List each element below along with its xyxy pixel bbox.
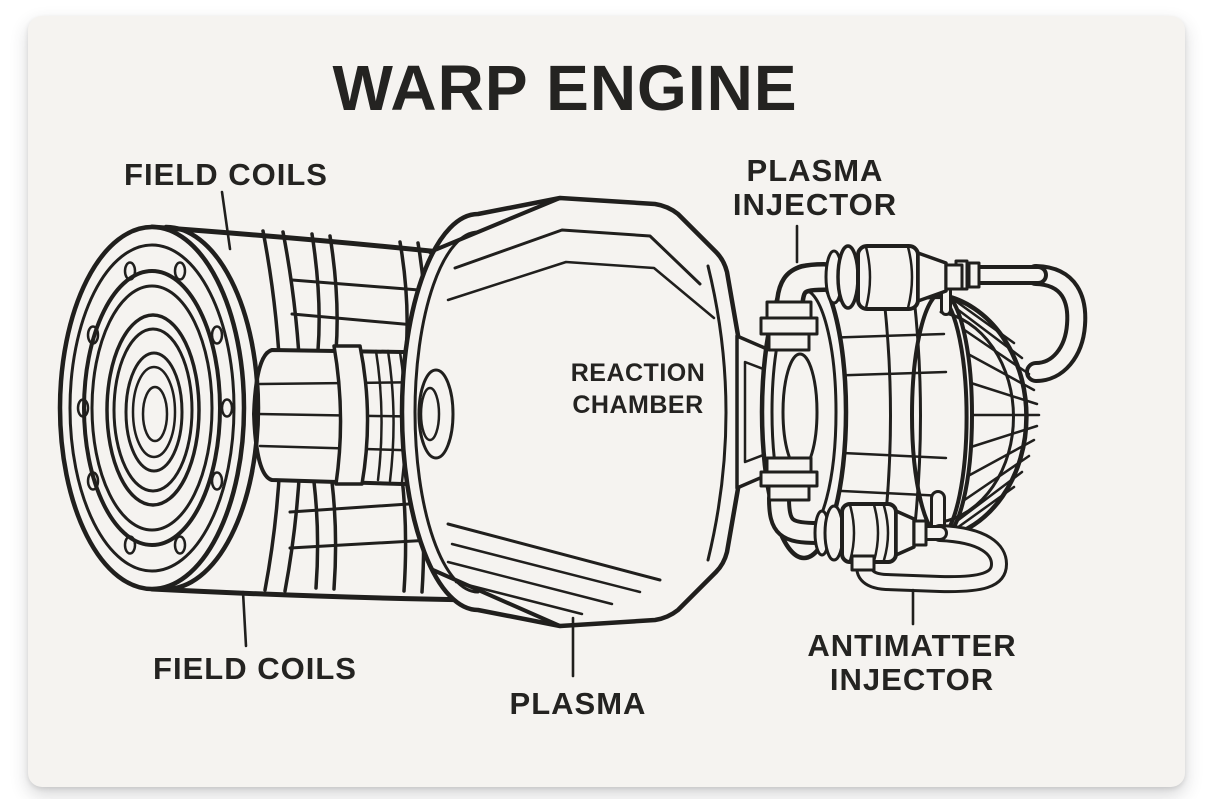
- plasma-injector-assembly: [759, 244, 1048, 352]
- field-coils-drum: [57, 224, 481, 603]
- drum-front-flange: [57, 224, 261, 592]
- reaction-chamber: [399, 195, 748, 629]
- label-reaction-chamber-line2: CHAMBER: [572, 391, 703, 419]
- page-title: WARP ENGINE: [333, 52, 798, 124]
- label-antimatter-injector-line1: ANTIMATTER: [807, 628, 1016, 663]
- label-plasma-injector-line2: INJECTOR: [733, 187, 897, 222]
- label-plasma-injector-line1: PLASMA: [747, 153, 884, 188]
- flange-bolt-holes: [76, 261, 234, 555]
- plasma-return-pipe: [1025, 264, 1088, 383]
- drum-hub: [252, 344, 440, 486]
- label-field-coils-top: FIELD COILS: [124, 157, 328, 192]
- leader-field-coils-bottom: [241, 590, 248, 648]
- label-reaction-chamber-line1: REACTION: [571, 359, 706, 387]
- antimatter-injector-assembly: [759, 456, 1009, 594]
- leader-field-coils-top: [220, 190, 232, 251]
- label-field-coils-bottom: FIELD COILS: [153, 651, 357, 686]
- leader-lines: [220, 190, 915, 678]
- label-antimatter-injector-line2: INJECTOR: [830, 662, 994, 697]
- label-plasma: PLASMA: [510, 686, 647, 721]
- dome-ribs: [948, 295, 1041, 535]
